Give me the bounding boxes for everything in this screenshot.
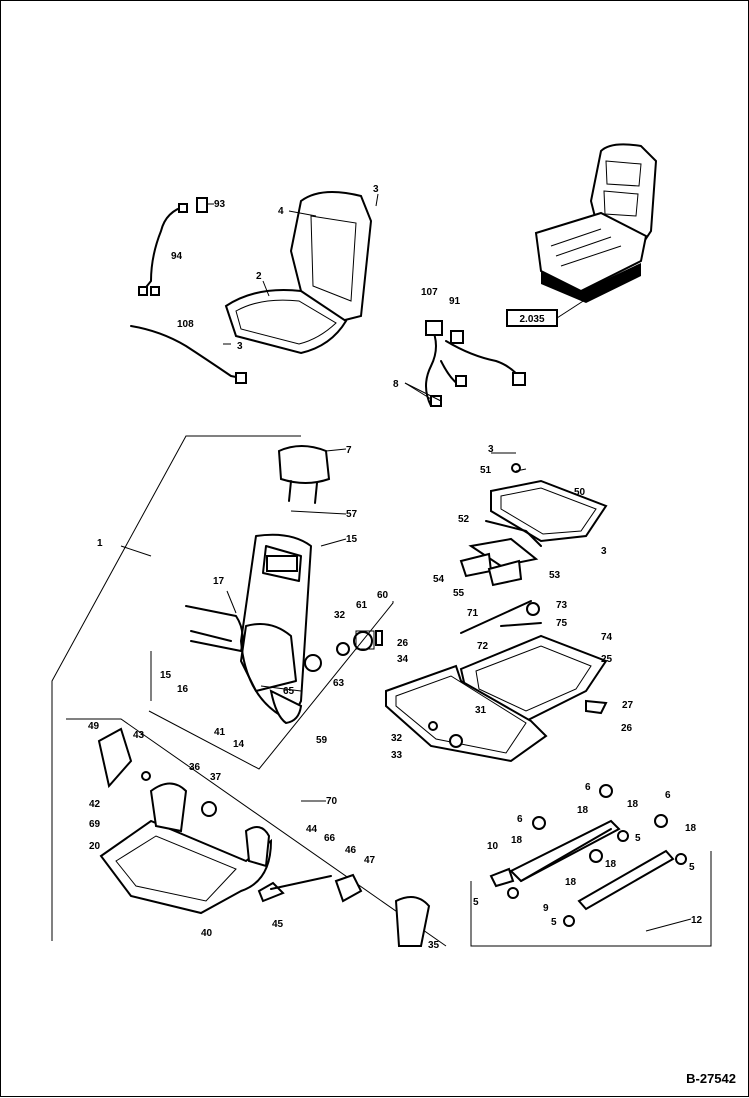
label-26a: 26: [397, 638, 409, 649]
label-25: 25: [601, 654, 613, 665]
label-49: 49: [88, 721, 100, 732]
harness-107-illustration: [425, 320, 526, 407]
label-18e: 18: [605, 859, 617, 870]
backrest-frame-illustration: [240, 445, 331, 725]
reference-box-text: 2.035: [519, 314, 544, 325]
label-40: 40: [201, 928, 213, 939]
label-75: 75: [556, 618, 568, 629]
label-63: 63: [333, 678, 345, 689]
label-42: 42: [89, 799, 101, 810]
label-17: 17: [213, 576, 225, 587]
label-14: 14: [233, 739, 245, 750]
label-6b: 6: [517, 814, 523, 825]
label-12: 12: [691, 915, 703, 926]
label-32a: 32: [334, 610, 346, 621]
label-73: 73: [556, 600, 568, 611]
label-18a: 18: [577, 805, 589, 816]
label-6a: 6: [585, 782, 591, 793]
seat-cover-illustration: [224, 191, 373, 355]
label-46: 46: [345, 845, 357, 856]
label-10: 10: [487, 841, 499, 852]
label-70: 70: [326, 796, 338, 807]
harness-94-illustration: [138, 197, 208, 296]
label-3d: 3: [488, 444, 494, 455]
label-36: 36: [189, 762, 201, 773]
label-93: 93: [214, 199, 226, 210]
label-91: 91: [449, 296, 461, 307]
callout-labels: 1 2 3 3 3 3 4 5 5 5 5 6 6 6 7 8 9 10 12 …: [88, 184, 703, 951]
label-27: 27: [622, 700, 634, 711]
label-15b: 15: [160, 670, 172, 681]
cable-108-illustration: [130, 325, 247, 384]
label-31: 31: [475, 705, 487, 716]
drawing-code: B-27542: [686, 1071, 736, 1086]
label-108: 108: [177, 319, 194, 330]
label-94: 94: [171, 251, 183, 262]
label-53: 53: [549, 570, 561, 581]
label-7: 7: [346, 445, 352, 456]
label-65: 65: [283, 686, 295, 697]
label-69: 69: [89, 819, 101, 830]
label-6c: 6: [665, 790, 671, 801]
label-3c: 3: [601, 546, 607, 557]
label-72: 72: [477, 641, 489, 652]
label-61: 61: [356, 600, 368, 611]
label-20: 20: [89, 841, 101, 852]
label-52: 52: [458, 514, 470, 525]
label-57: 57: [346, 509, 358, 520]
label-5d: 5: [689, 862, 695, 873]
label-47: 47: [364, 855, 376, 866]
label-50: 50: [574, 487, 586, 498]
label-35: 35: [428, 940, 440, 951]
label-9: 9: [543, 903, 549, 914]
seat-base-illustration: [97, 727, 431, 947]
label-54: 54: [433, 574, 445, 585]
cushion-support-illustration: [459, 463, 608, 587]
label-44: 44: [306, 824, 318, 835]
suspension-base-illustration: [459, 600, 608, 723]
label-59: 59: [316, 735, 328, 746]
label-37: 37: [210, 772, 222, 783]
label-15a: 15: [346, 534, 358, 545]
label-5b: 5: [551, 917, 557, 928]
label-51: 51: [480, 465, 492, 476]
label-16: 16: [177, 684, 189, 695]
lower-frame-illustration: [385, 664, 548, 763]
complete-seat-illustration: [534, 143, 658, 303]
label-18f: 18: [565, 877, 577, 888]
label-4: 4: [278, 206, 284, 217]
label-18c: 18: [627, 799, 639, 810]
label-33: 33: [391, 750, 403, 761]
label-71: 71: [467, 608, 479, 619]
label-60: 60: [377, 590, 389, 601]
label-66: 66: [324, 833, 336, 844]
label-18b: 18: [511, 835, 523, 846]
label-55: 55: [453, 588, 465, 599]
label-107: 107: [421, 287, 438, 298]
label-8: 8: [393, 379, 399, 390]
label-2: 2: [256, 271, 262, 282]
label-5c: 5: [635, 833, 641, 844]
slide-rails-illustration: [489, 784, 687, 927]
label-34: 34: [397, 654, 409, 665]
label-3a: 3: [373, 184, 379, 195]
label-3b: 3: [237, 341, 243, 352]
label-32b: 32: [391, 733, 403, 744]
label-5a: 5: [473, 897, 479, 908]
label-74: 74: [601, 632, 613, 643]
label-45: 45: [272, 919, 284, 930]
label-43: 43: [133, 730, 145, 741]
label-26b: 26: [621, 723, 633, 734]
lumbar-parts-illustration: [185, 605, 383, 692]
label-18d: 18: [685, 823, 697, 834]
label-41: 41: [214, 727, 226, 738]
label-1: 1: [97, 538, 103, 549]
